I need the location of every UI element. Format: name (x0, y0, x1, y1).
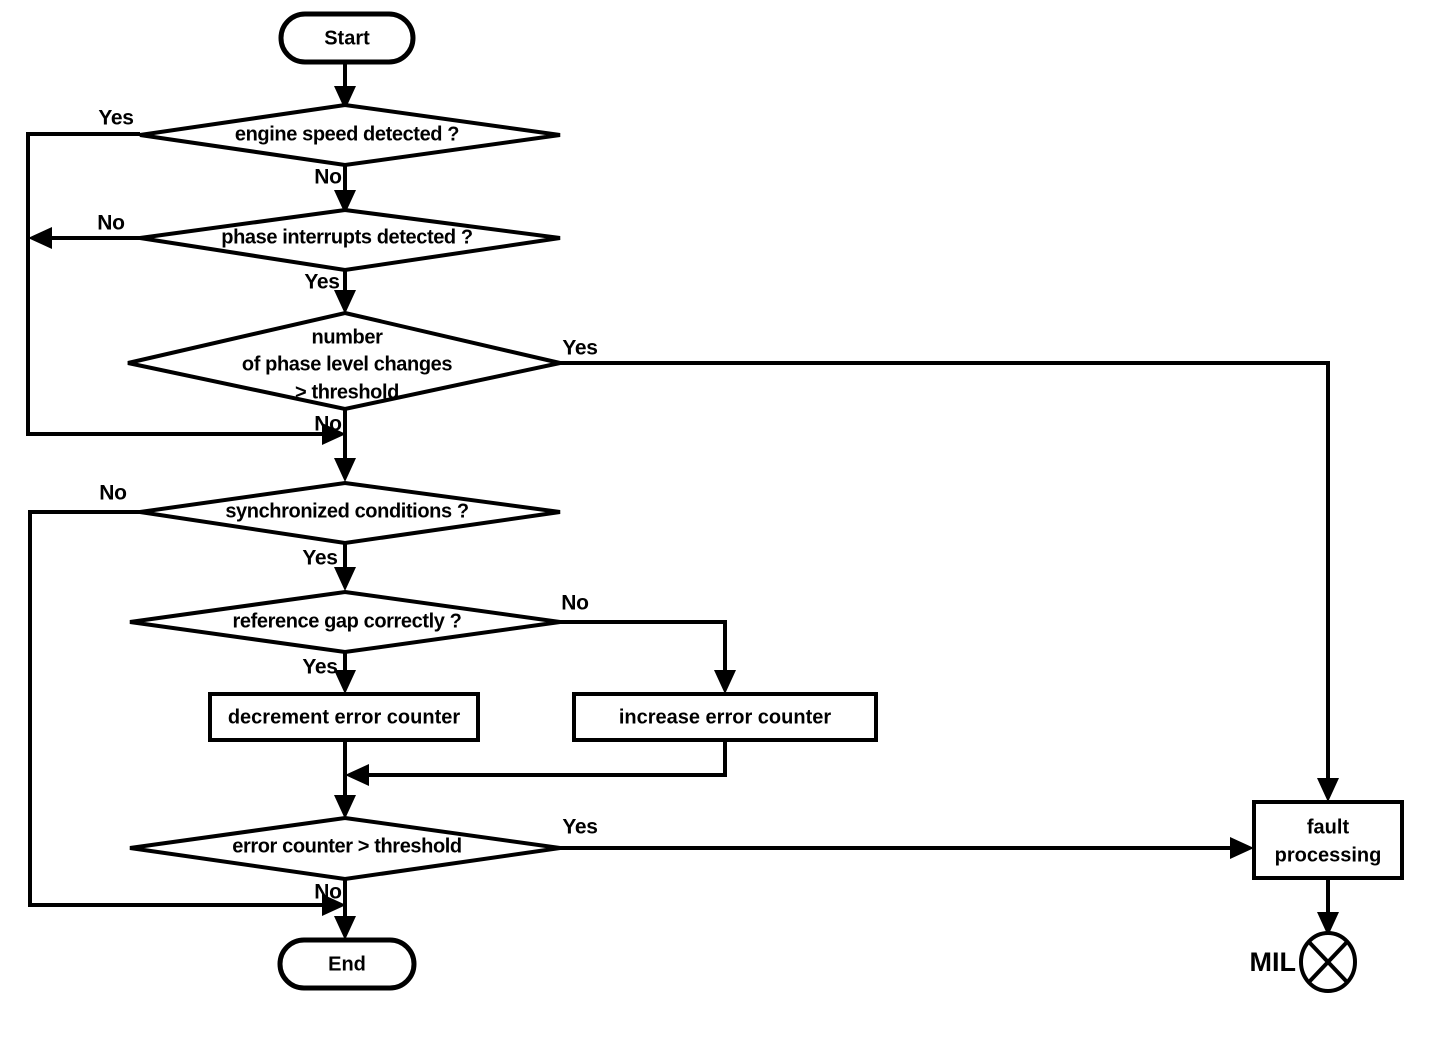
node-reference-gap[interactable]: reference gap correctly ? (129, 589, 561, 655)
edge-label-engine-speed-yes: Yes (98, 107, 133, 130)
edge-fault-to-mil (1317, 878, 1339, 936)
edge-error-counter-no-to-end (334, 879, 356, 940)
node-mil-indicator[interactable]: MIL (1250, 931, 1357, 993)
edge-label-phase-interrupts-yes: Yes (304, 271, 339, 294)
node-fault-line2: processing (1275, 844, 1382, 866)
mil-lamp-icon (1299, 931, 1357, 993)
edge-label-engine-speed-no: No (314, 166, 341, 189)
node-phase-level-line3: > threshold (295, 381, 399, 403)
node-engine-speed-label: engine speed detected ? (235, 123, 459, 145)
edge-engine-speed-yes-loop (26, 132, 346, 445)
node-end-label: End (328, 953, 366, 975)
edge-phase-level-no (334, 409, 356, 482)
node-phase-level-line2: of phase level changes (242, 353, 452, 375)
edge-label-synchronized-yes: Yes (302, 547, 337, 570)
edge-increase-counter-merge (345, 740, 727, 786)
node-engine-speed-detected[interactable]: engine speed detected ? (139, 102, 561, 168)
node-fault-processing[interactable]: fault processing (1252, 800, 1404, 880)
edge-phase-interrupts-no (28, 227, 140, 249)
node-decrement-error-counter[interactable]: decrement error counter (208, 692, 480, 742)
edge-label-error-counter-yes: Yes (562, 816, 597, 839)
node-phase-level-line1: number (312, 326, 384, 348)
node-decrement-label: decrement error counter (228, 706, 461, 728)
node-fault-line1: fault (1307, 816, 1350, 838)
node-phase-interrupts-detected[interactable]: phase interrupts detected ? (139, 207, 561, 273)
edge-label-error-counter-no: No (314, 881, 341, 904)
edge-error-counter-yes-to-fault (552, 837, 1254, 859)
node-start-label: Start (324, 27, 370, 49)
edge-label-phase-interrupts-no: No (97, 212, 124, 235)
node-error-counter-threshold[interactable]: error counter > threshold (129, 815, 561, 882)
node-synchronized-label: synchronized conditions ? (225, 500, 469, 522)
node-phase-level-changes[interactable]: number of phase level changes > threshol… (127, 310, 561, 412)
edge-reference-gap-yes (334, 652, 356, 694)
edge-reference-gap-no (552, 620, 736, 694)
node-reference-gap-label: reference gap correctly ? (233, 610, 462, 632)
edge-label-phase-level-yes: Yes (562, 337, 597, 360)
edge-phase-level-yes-to-fault (552, 361, 1339, 802)
edge-engine-speed-no (334, 165, 356, 214)
node-error-counter-label: error counter > threshold (232, 835, 462, 857)
node-synchronized-conditions[interactable]: synchronized conditions ? (139, 480, 561, 546)
edge-label-phase-level-no: No (314, 413, 341, 436)
node-phase-interrupts-label: phase interrupts detected ? (221, 226, 473, 248)
node-end[interactable]: End (277, 937, 417, 991)
edge-label-reference-gap-no: No (561, 592, 588, 615)
edge-label-synchronized-no: No (99, 482, 126, 505)
edge-synchronized-yes (334, 543, 356, 591)
node-start[interactable]: Start (278, 11, 416, 65)
edge-decrement-to-threshold (334, 740, 356, 819)
edge-phase-interrupts-yes (334, 270, 356, 314)
edge-start-to-engine-speed (334, 62, 356, 110)
edge-label-reference-gap-yes: Yes (302, 656, 337, 679)
mil-label: MIL (1250, 947, 1297, 977)
node-increase-error-counter[interactable]: increase error counter (572, 692, 878, 742)
edge-synchronized-no-loop (28, 510, 346, 916)
node-increase-label: increase error counter (619, 706, 832, 728)
